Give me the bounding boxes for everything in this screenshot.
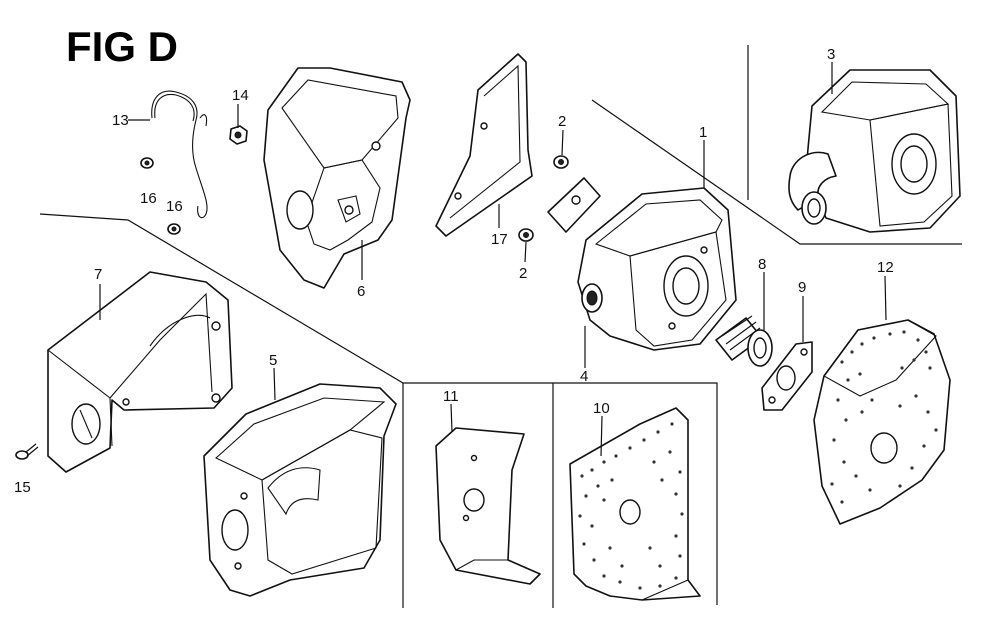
callout-9: 9 (798, 279, 806, 296)
callout-16-lower: 16 (166, 198, 183, 215)
callout-3: 3 (827, 46, 835, 63)
callout-2-lower: 2 (519, 265, 527, 282)
part-15-screw (15, 443, 39, 460)
part-12-heat-shield (813, 319, 951, 525)
callout-8: 8 (758, 256, 766, 273)
part-8-spark-arrester (715, 315, 773, 367)
callout-17: 17 (491, 231, 508, 248)
callout-1: 1 (699, 124, 707, 141)
part-10-perforated-plate (569, 407, 701, 601)
part-3-muffler (788, 69, 961, 233)
callout-14: 14 (232, 87, 249, 104)
callout-7: 7 (94, 266, 102, 283)
part-16-washer-b (167, 223, 181, 235)
callout-10: 10 (593, 400, 610, 417)
leader-lines (99, 62, 887, 457)
part-16-washer-a (140, 157, 154, 169)
callout-6: 6 (357, 283, 365, 300)
callout-4: 4 (580, 368, 588, 385)
part-2-washer-b (518, 228, 534, 242)
part-9-gasket (761, 341, 813, 411)
callout-2-upper: 2 (558, 113, 566, 130)
callout-12: 12 (877, 259, 894, 276)
callout-11: 11 (443, 388, 459, 405)
callout-labels: 13 14 16 16 6 17 2 2 1 3 4 8 9 12 7 5 11… (14, 46, 894, 496)
part-14-nut (229, 125, 248, 145)
part-7-bracket (47, 271, 233, 473)
part-2-washer-a (553, 155, 569, 169)
callout-16-upper: 16 (140, 190, 157, 207)
part-11-plate (435, 427, 541, 585)
part-5-muffler-protector (203, 383, 397, 597)
callout-5: 5 (269, 352, 277, 369)
muffler-gasket-small (547, 177, 601, 233)
callout-13: 13 (112, 112, 129, 129)
callout-15: 15 (14, 479, 31, 496)
part-1-muffler (577, 187, 737, 351)
part-17-bracket (435, 53, 533, 237)
part-13-spring (151, 90, 208, 219)
part-6-muffler-protector (263, 67, 411, 289)
section-dividers (39, 45, 962, 608)
figure-title: FIG D (66, 23, 178, 70)
